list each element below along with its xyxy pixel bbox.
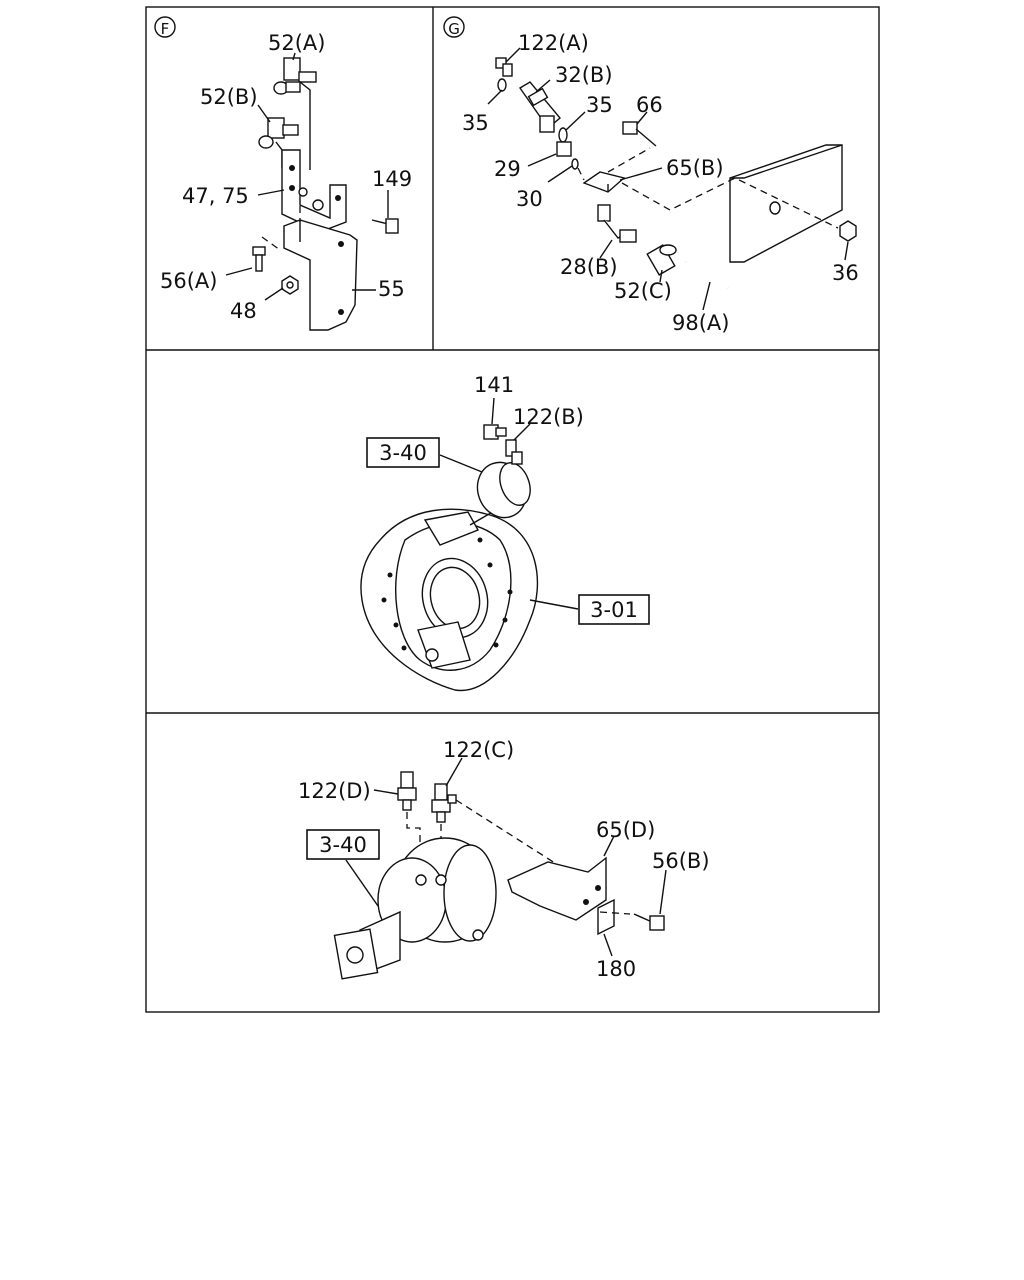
bolt-66-drawing [622, 121, 657, 147]
chamber-labels: 122(C) 122(D) 65(D) 56(B) 180 3-40 [298, 738, 710, 981]
frame-rail-drawing [729, 144, 843, 263]
fitting-122b-drawing [505, 439, 523, 465]
fitting-122a-drawing [495, 57, 513, 77]
label-65d: 65(D) [596, 818, 655, 842]
label-55: 55 [378, 277, 405, 301]
ref-box-3-01: 3-01 [578, 594, 650, 625]
label-36: 36 [832, 261, 859, 285]
sleeve-52c-drawing [646, 244, 677, 276]
label-28b: 28(B) [560, 255, 618, 279]
label-29: 29 [494, 157, 521, 181]
bracket-55-drawing [283, 219, 358, 331]
oring-35b-drawing [558, 127, 568, 143]
label-122b: 122(B) [513, 405, 584, 429]
valve-32b-drawing [518, 81, 561, 133]
ref-box-3-40-lower: 3-40 [306, 829, 380, 860]
panel-brake: 141 122(B) 3-40 3-01 [360, 373, 650, 692]
panel-chamber: 122(C) 122(D) 65(D) 56(B) 180 3-40 [298, 738, 710, 981]
label-52c: 52(C) [614, 279, 672, 303]
brake-leaders [439, 397, 579, 610]
bracket-47-75-drawing [281, 149, 347, 233]
chamber-parts [333, 771, 665, 980]
label-141: 141 [474, 373, 514, 397]
brake-labels: 141 122(B) 3-40 3-01 [366, 373, 650, 625]
bracket-65d-drawing [507, 856, 607, 921]
label-56b: 56(B) [652, 849, 710, 873]
panel-f: F [154, 16, 412, 331]
label-35a: 35 [462, 111, 489, 135]
label-48: 48 [230, 299, 257, 323]
panel-f-parts [252, 57, 399, 331]
panel-g-badge: G [443, 16, 465, 38]
connector-52a-drawing [273, 57, 317, 95]
fitting-122c-drawing [431, 783, 457, 823]
nut-29-drawing [556, 141, 572, 157]
bolt-149-drawing [371, 218, 399, 234]
svg-text:F: F [161, 20, 170, 38]
panel-g-leaders [487, 47, 849, 311]
label-98a: 98(A) [672, 311, 729, 335]
diagram-frame [145, 6, 880, 1013]
label-122a: 122(A) [518, 31, 589, 55]
nut-36-drawing [839, 220, 857, 242]
spring-brake-chamber-drawing [333, 837, 497, 980]
label-56a: 56(A) [160, 269, 217, 293]
label-180: 180 [596, 957, 636, 981]
plate-180-drawing [597, 898, 615, 936]
label-35b: 35 [586, 93, 613, 117]
ref-box-3-40-upper: 3-40 [366, 437, 440, 468]
brake-chamber-drawing [476, 461, 531, 519]
svg-text:3-01: 3-01 [590, 598, 638, 622]
panel-g: G [443, 16, 859, 335]
label-122c: 122(C) [443, 738, 514, 762]
brake-drum-drawing [360, 508, 539, 692]
label-32b: 32(B) [555, 63, 613, 87]
panel-f-badge: F [154, 16, 176, 38]
label-52b: 52(B) [200, 85, 258, 109]
bolt-56b-drawing [633, 913, 665, 931]
panel-f-leaders [225, 52, 389, 301]
panel-g-parts [495, 57, 857, 290]
label-66: 66 [636, 93, 663, 117]
label-30: 30 [516, 187, 543, 211]
fitting-122d-drawing [397, 771, 417, 811]
oring-35a-drawing [497, 78, 507, 92]
svg-text:3-40: 3-40 [319, 833, 367, 857]
washer-30-drawing [571, 158, 579, 170]
connector-52b-drawing [258, 117, 299, 149]
label-149: 149 [372, 167, 412, 191]
brake-parts [360, 424, 539, 692]
panel-g-labels: 122(A) 32(B) 35 35 66 65(B) 29 30 28(B) … [462, 31, 859, 335]
bolt-56a-drawing [252, 246, 266, 272]
label-122d: 122(D) [298, 779, 371, 803]
svg-text:G: G [448, 20, 460, 38]
panel-f-labels: 52(A) 52(B) 47, 75 149 56(A) 48 55 [160, 31, 412, 323]
label-47-75: 47, 75 [182, 184, 249, 208]
chamber-leaders [345, 757, 667, 957]
nut-48-drawing [281, 275, 299, 295]
label-52a: 52(A) [268, 31, 325, 55]
bracket-65b-drawing [582, 171, 626, 193]
label-65b: 65(B) [666, 156, 724, 180]
fitting-141-drawing [483, 424, 507, 440]
svg-text:3-40: 3-40 [379, 441, 427, 465]
elbow-28b-drawing [597, 204, 637, 243]
